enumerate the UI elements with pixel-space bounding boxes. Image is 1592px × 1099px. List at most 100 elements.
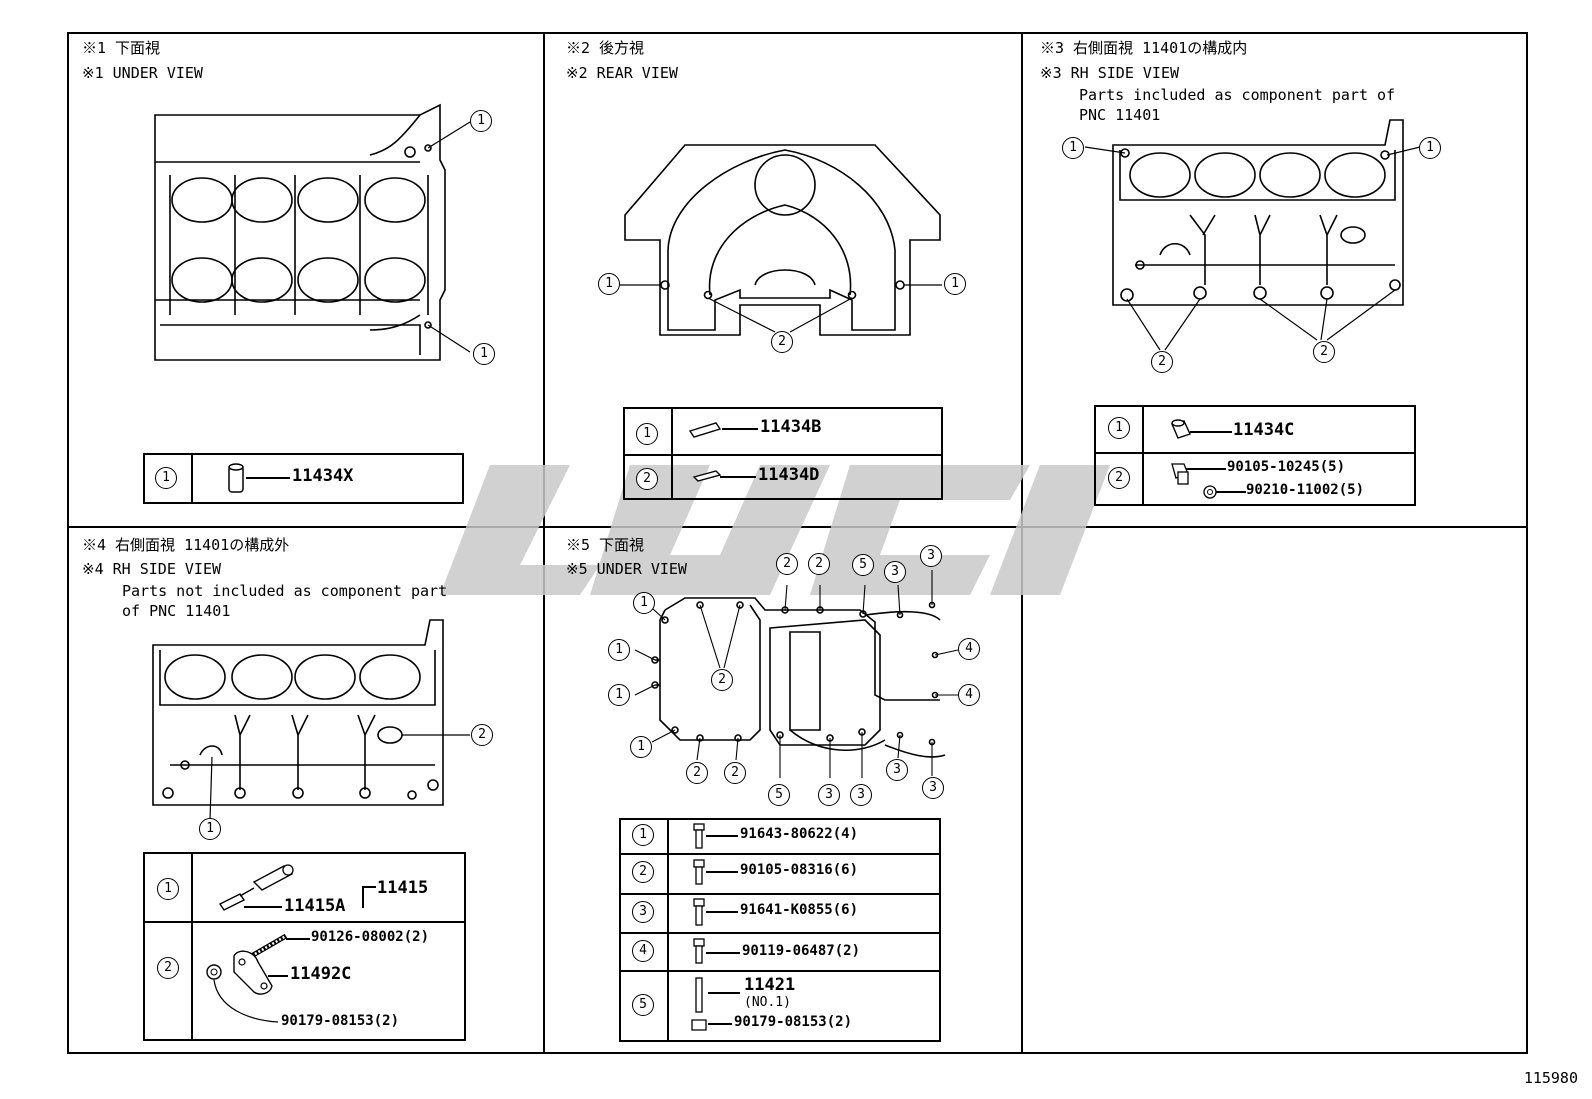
part-number: 90119-06487(2) bbox=[742, 943, 861, 959]
bracket-line bbox=[362, 886, 364, 908]
panel3-parts-table bbox=[1094, 405, 1416, 506]
callout-1: 1 bbox=[633, 592, 655, 614]
callout-2: 2 bbox=[1151, 351, 1173, 373]
leader-line bbox=[706, 911, 738, 913]
panel5-parts-table bbox=[619, 818, 941, 1042]
stud-plate-nut-icon bbox=[206, 933, 288, 1023]
part-number: 11421 bbox=[744, 975, 796, 995]
panel3-header-jp: ※3 右側面視 11401の構成内 bbox=[1040, 39, 1248, 57]
callout-1: 1 bbox=[1062, 137, 1084, 159]
table-key-4: 4 bbox=[632, 940, 654, 962]
panel4-block-rh-side bbox=[152, 619, 470, 821]
part-number: 11434C bbox=[1233, 420, 1295, 440]
callout-2: 2 bbox=[771, 331, 793, 353]
leader-line bbox=[706, 835, 738, 837]
callout-3: 3 bbox=[850, 784, 872, 806]
panel4-note-line2: of PNC 11401 bbox=[122, 602, 231, 620]
panel1-parts-table bbox=[143, 453, 464, 504]
table-key-1: 1 bbox=[1108, 417, 1130, 439]
part-number: 91641-K0855(6) bbox=[740, 902, 859, 918]
leader-line bbox=[1190, 431, 1232, 433]
bolt-icon bbox=[693, 898, 705, 926]
leader-line bbox=[722, 428, 758, 430]
callout-5: 5 bbox=[768, 784, 790, 806]
panel3-note-line2: PNC 11401 bbox=[1079, 106, 1161, 124]
callout-1: 1 bbox=[608, 639, 630, 661]
dowel-icon bbox=[1171, 419, 1191, 439]
callout-3: 3 bbox=[920, 545, 942, 567]
part-number: 91643-80622(4) bbox=[740, 826, 859, 842]
panel2-header-jp: ※2 後方視 bbox=[566, 39, 645, 57]
leader-line bbox=[1186, 468, 1226, 470]
panel1-header-jp: ※1 下面視 bbox=[82, 39, 161, 57]
panel4-parts-table bbox=[143, 852, 466, 1041]
part-number: 11415A bbox=[284, 896, 346, 916]
callout-1: 1 bbox=[630, 736, 652, 758]
part-note: (NO.1) bbox=[744, 995, 791, 1010]
bolt-icon bbox=[693, 938, 705, 964]
callout-1: 1 bbox=[470, 110, 492, 132]
callout-2: 2 bbox=[711, 669, 733, 691]
callout-1: 1 bbox=[199, 818, 221, 840]
panel3-note-line1: Parts included as component part of bbox=[1079, 86, 1396, 104]
fitting-assembly-icon bbox=[218, 864, 294, 911]
diagram-frame bbox=[67, 32, 1528, 1054]
panel1-header-en: ※1 UNDER VIEW bbox=[82, 64, 203, 82]
table-key-1: 1 bbox=[632, 824, 654, 846]
part-number: 11434D bbox=[758, 465, 820, 485]
table-key-2: 2 bbox=[632, 861, 654, 883]
bolt-icon bbox=[693, 859, 705, 885]
pin-icon bbox=[688, 422, 722, 438]
table-key-2: 2 bbox=[636, 468, 658, 490]
panel3-block-rh-side bbox=[1084, 119, 1421, 351]
table-key-3: 3 bbox=[632, 901, 654, 923]
callout-2: 2 bbox=[808, 553, 830, 575]
dowel-pin-icon bbox=[228, 463, 244, 493]
panel2-header-en: ※2 REAR VIEW bbox=[566, 64, 678, 82]
table-key-1: 1 bbox=[155, 467, 177, 489]
leader-line bbox=[720, 476, 756, 478]
table-key-5: 5 bbox=[632, 994, 654, 1016]
callout-3: 3 bbox=[886, 759, 908, 781]
panel5-header-jp: ※5 下面視 bbox=[566, 536, 645, 554]
panel4-header-en: ※4 RH SIDE VIEW bbox=[82, 560, 221, 578]
table-key-2: 2 bbox=[1108, 467, 1130, 489]
panel5-oilpan-under-view bbox=[634, 570, 959, 778]
callout-4: 4 bbox=[958, 684, 980, 706]
callout-1: 1 bbox=[608, 684, 630, 706]
table-key-1: 1 bbox=[157, 878, 179, 900]
plug-bolt-icon bbox=[1171, 463, 1217, 499]
callout-2: 2 bbox=[776, 553, 798, 575]
divider-v1 bbox=[543, 32, 545, 1054]
panel2-block-rear-view bbox=[620, 144, 942, 336]
callout-3: 3 bbox=[922, 777, 944, 799]
part-number: 11434X bbox=[292, 466, 354, 486]
part-number: 90179-08153(2) bbox=[281, 1013, 400, 1029]
bracket-line bbox=[362, 886, 376, 888]
panel4-note-line1: Parts not included as component part bbox=[122, 582, 448, 600]
leader-line bbox=[708, 992, 740, 994]
part-number: 90105-08316(6) bbox=[740, 862, 859, 878]
callout-2: 2 bbox=[724, 762, 746, 784]
stud-nut-icon bbox=[691, 977, 707, 1031]
document-number: 115980 bbox=[1523, 1069, 1578, 1087]
part-number: 90179-08153(2) bbox=[734, 1014, 853, 1030]
panel1-block-under-view bbox=[154, 103, 471, 361]
panel2-parts-table bbox=[623, 407, 943, 500]
pin-icon bbox=[692, 470, 722, 482]
part-number: 90126-08002(2) bbox=[311, 929, 430, 945]
part-number: 11415 bbox=[377, 878, 429, 898]
callout-3: 3 bbox=[818, 784, 840, 806]
leader-line bbox=[244, 906, 282, 908]
leader-line bbox=[246, 477, 290, 479]
callout-2: 2 bbox=[686, 762, 708, 784]
callout-5: 5 bbox=[852, 554, 874, 576]
callout-2: 2 bbox=[471, 724, 493, 746]
leader-line bbox=[1216, 491, 1246, 493]
bolt-icon bbox=[693, 823, 705, 849]
callout-1: 1 bbox=[473, 343, 495, 365]
part-number: 90210-11002(5) bbox=[1246, 482, 1365, 498]
panel3-header-en: ※3 RH SIDE VIEW bbox=[1040, 64, 1179, 82]
callout-1: 1 bbox=[1419, 137, 1441, 159]
leader-line bbox=[268, 975, 288, 977]
